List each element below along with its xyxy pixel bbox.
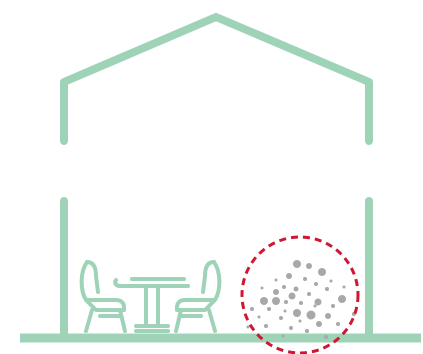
particle (261, 287, 264, 290)
particle (293, 309, 301, 317)
right-chair-icon (176, 262, 219, 331)
particle (314, 282, 318, 286)
particle (260, 297, 268, 305)
particle (279, 316, 283, 320)
particle (307, 311, 316, 320)
particle (303, 277, 307, 281)
particle (247, 326, 250, 329)
particle (275, 279, 278, 282)
particle (282, 335, 285, 338)
particle (293, 260, 301, 268)
particle (338, 295, 346, 303)
particle (331, 304, 335, 308)
particle (282, 285, 286, 289)
particle (324, 335, 328, 339)
particle (315, 299, 322, 306)
particle (299, 301, 303, 305)
furniture-group (82, 262, 220, 331)
particle (267, 307, 271, 311)
house-roof-and-upper-walls (64, 17, 369, 141)
particle (325, 287, 329, 291)
particle (250, 307, 254, 311)
particle (273, 289, 279, 295)
particle (343, 286, 346, 289)
particle (314, 305, 317, 308)
particle (289, 326, 293, 330)
particle (272, 297, 280, 305)
particle (330, 280, 333, 283)
particle (318, 268, 326, 276)
particle (305, 329, 309, 333)
house-outline-icon (64, 17, 369, 336)
particle (264, 324, 268, 328)
particle (289, 293, 296, 300)
left-chair-icon (82, 262, 125, 331)
particle (284, 300, 288, 304)
particle (284, 310, 287, 313)
particle (286, 273, 292, 279)
particle (325, 313, 331, 319)
particle (258, 316, 261, 319)
particle (306, 263, 312, 269)
particle (294, 287, 299, 292)
particle (336, 322, 340, 326)
particle (299, 320, 302, 323)
particle (307, 292, 311, 296)
dust-particles-icon (247, 260, 357, 339)
particle (316, 321, 322, 327)
